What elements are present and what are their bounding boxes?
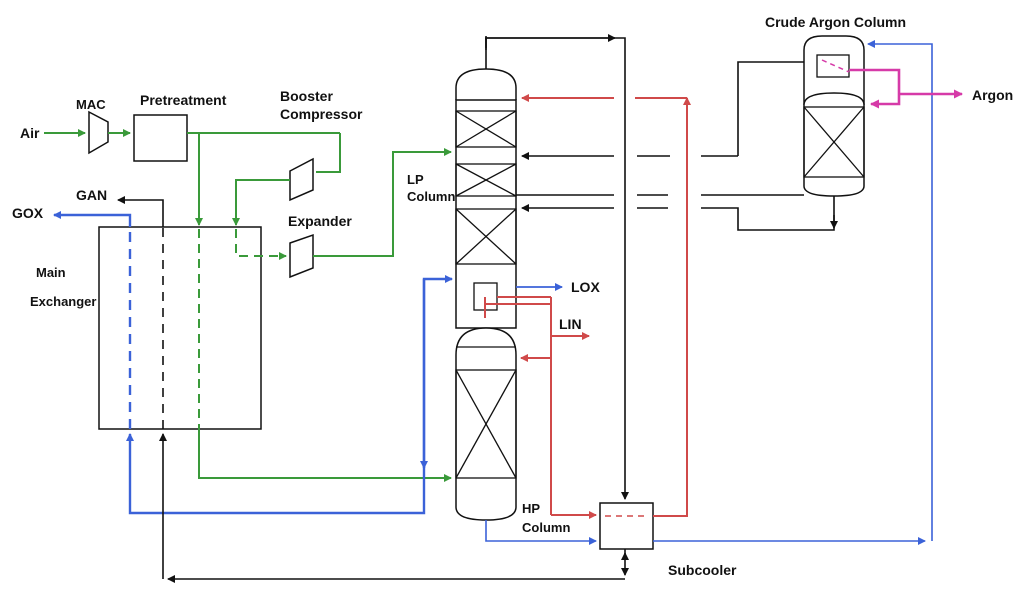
- lp-packing: [455, 110, 517, 265]
- hp-column-label-line2: Column: [522, 520, 571, 535]
- expander-label: Expander: [288, 213, 352, 229]
- expander-turbine: [289, 233, 314, 279]
- lp-column-label-line2: Column: [407, 189, 456, 204]
- lox-label: LOX: [571, 279, 600, 295]
- argon-label: Argon: [972, 87, 1014, 103]
- subcooler: [599, 502, 654, 550]
- argon-streams: [821, 59, 963, 109]
- gox-label: GOX: [12, 205, 44, 221]
- crude-argon-column: [803, 35, 865, 197]
- crude-argon-column-label: Crude Argon Column: [765, 14, 907, 30]
- oxygen-streams: [53, 211, 563, 515]
- nitrogen-streams: [484, 94, 691, 519]
- main-exchanger-label-line1: Main: [36, 265, 66, 280]
- booster-compressor-label-line2: Compressor: [280, 106, 363, 122]
- booster-compressor-label-line1: Booster: [280, 88, 333, 104]
- booster-compressor: [289, 157, 314, 202]
- lp-column-label-line1: LP: [407, 172, 424, 187]
- column-top-arrow: [485, 34, 616, 50]
- main-exchanger-label-line2: Exchanger: [30, 294, 97, 309]
- mac-label: MAC: [76, 97, 106, 112]
- waste-streams: [485, 40, 933, 545]
- hp-column-label-line1: HP: [522, 501, 541, 516]
- air-label: Air: [20, 125, 40, 141]
- lp-column-shell: [455, 68, 517, 100]
- mac-compressor: [88, 110, 109, 155]
- air-streams: [44, 129, 452, 482]
- subcooler-label: Subcooler: [668, 562, 737, 578]
- pretreatment-label: Pretreatment: [140, 92, 227, 108]
- pretreatment-unit: [133, 114, 188, 162]
- main-exchanger: [98, 226, 262, 430]
- gan-label: GAN: [76, 187, 108, 203]
- lin-label: LIN: [559, 316, 582, 332]
- hp-packing: [455, 369, 517, 479]
